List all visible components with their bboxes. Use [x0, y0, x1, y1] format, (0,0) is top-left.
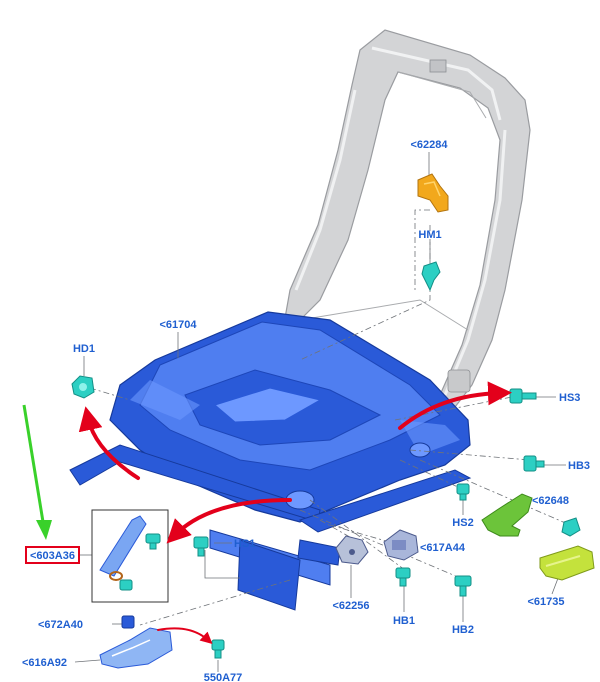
arrow-to-inset [166, 498, 292, 544]
part-672a40 [121, 615, 135, 629]
part-62256 [335, 535, 369, 565]
label-hm1[interactable]: HM1 [418, 229, 441, 241]
label-672a40[interactable]: <672A40 [38, 619, 83, 631]
fastener-hd1 [71, 375, 95, 399]
label-hd1[interactable]: HD1 [73, 343, 95, 355]
label-550a77[interactable]: 550A77 [204, 672, 243, 682]
part-62648-hook [481, 493, 533, 537]
label-hs1[interactable]: HS1 [234, 538, 255, 550]
part-617a44 [383, 529, 419, 561]
part-labels: <62284 HM1 <61704 HD1 HS3 HB3 <62648 HS2… [22, 139, 590, 682]
red-arrows [78, 381, 512, 644]
label-hs2[interactable]: HS2 [452, 517, 473, 529]
seat-cushion-frame [69, 311, 472, 611]
fastener-hb2 [454, 575, 472, 597]
label-hs3[interactable]: HS3 [559, 392, 580, 404]
label-617a44[interactable]: <617A44 [420, 542, 466, 554]
fastener-hb3 [523, 455, 545, 472]
label-62284[interactable]: <62284 [410, 139, 448, 151]
seat-back-frame [284, 29, 531, 432]
fastener-hb1 [395, 567, 411, 587]
part-61735-cover [539, 545, 595, 581]
label-62648[interactable]: <62648 [532, 495, 569, 507]
leader-lines [74, 152, 571, 672]
fastener-550a77 [211, 639, 225, 659]
label-hb3[interactable]: HB3 [568, 460, 590, 472]
arrow-to-hs3 [398, 381, 512, 430]
arrow-to-550a77 [157, 627, 213, 644]
label-62256[interactable]: <62256 [332, 600, 369, 612]
label-616a92[interactable]: <616A92 [22, 657, 67, 669]
label-highlight-box [25, 546, 80, 564]
fastener-hs1 [193, 536, 209, 557]
label-hb2[interactable]: HB2 [452, 624, 474, 636]
label-61704[interactable]: <61704 [159, 319, 197, 331]
label-603a36[interactable]: <603A36 [30, 550, 75, 562]
arrow-to-hd1 [78, 406, 140, 480]
fastener-right-edge [561, 517, 581, 537]
label-hb1[interactable]: HB1 [393, 615, 415, 627]
detail-inset-603a36 [91, 509, 169, 603]
part-62284-bracket [417, 173, 449, 213]
fastener-hs2 [456, 483, 470, 501]
label-61735[interactable]: <61735 [527, 596, 564, 608]
green-pointer-arrow [22, 404, 52, 540]
fastener-hm1 [421, 261, 441, 292]
fastener-hs3 [509, 388, 537, 404]
part-616a92-handle [99, 627, 173, 669]
